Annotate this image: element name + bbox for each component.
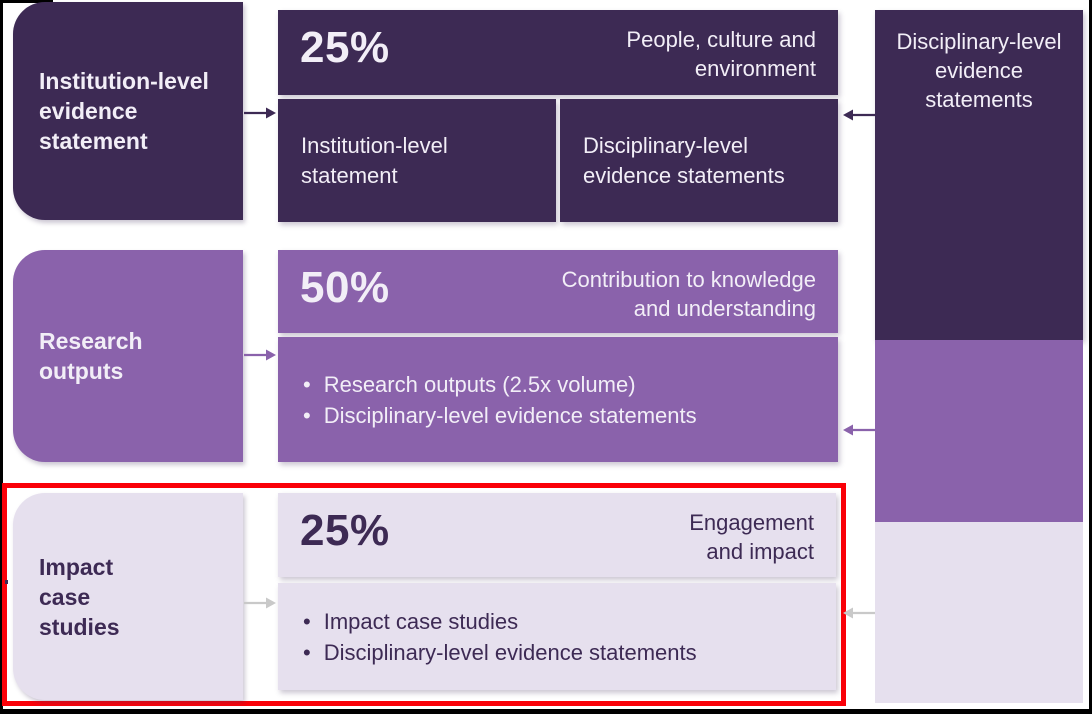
bullet-item: Research outputs (2.5x volume) bbox=[303, 369, 838, 400]
outputs-weight-box: 50% Contribution to knowledge and unders… bbox=[278, 250, 838, 333]
stray-mark bbox=[5, 580, 8, 584]
right-column-segment-light bbox=[875, 522, 1083, 703]
right-column-label: Disciplinary-level evidence statements bbox=[896, 29, 1062, 112]
frame-border-top-segment bbox=[0, 0, 53, 3]
institution-category: People, culture and environment bbox=[626, 27, 816, 81]
frame-border-right bbox=[1089, 0, 1092, 714]
outputs-label: Research outputs bbox=[39, 328, 143, 384]
institution-label-box: Institution-level evidence statement bbox=[13, 2, 243, 220]
outputs-category: Contribution to knowledge and understand… bbox=[561, 267, 816, 321]
bullet-item: Disciplinary-level evidence statements bbox=[303, 400, 838, 431]
right-arrow-icon bbox=[244, 597, 276, 609]
impact-percent: 25% bbox=[300, 506, 390, 555]
institution-detail-box: Institution-level statement bbox=[278, 99, 556, 222]
outputs-percent: 50% bbox=[300, 263, 390, 312]
outputs-bullets-box: Research outputs (2.5x volume) Disciplin… bbox=[278, 337, 838, 462]
impact-weight-box: 25% Engagement and impact bbox=[278, 493, 836, 577]
left-arrow-icon bbox=[843, 109, 875, 121]
impact-label-box: Impact case studies bbox=[13, 493, 243, 700]
impact-label: Impact case studies bbox=[39, 553, 120, 640]
impact-bullets-box: Impact case studies Disciplinary-level e… bbox=[278, 583, 836, 690]
bullet-item: Disciplinary-level evidence statements bbox=[303, 637, 836, 668]
bullet-item: Impact case studies bbox=[303, 606, 836, 637]
right-arrow-icon bbox=[244, 107, 276, 119]
right-column-segment-medium bbox=[875, 340, 1083, 522]
institution-weight-box: 25% People, culture and environment bbox=[278, 10, 838, 95]
frame-border-left bbox=[0, 0, 3, 714]
left-arrow-icon bbox=[843, 424, 875, 436]
institution-label: Institution-level evidence statement bbox=[39, 68, 209, 154]
outputs-label-box: Research outputs bbox=[13, 250, 243, 462]
disciplinary-detail-box: Disciplinary-level evidence statements bbox=[560, 99, 838, 222]
disciplinary-detail-label: Disciplinary-level evidence statements bbox=[583, 132, 785, 188]
frame-border-bottom bbox=[0, 709, 1092, 714]
right-arrow-icon bbox=[244, 349, 276, 361]
institution-percent: 25% bbox=[300, 23, 390, 72]
right-column-segment-dark: Disciplinary-level evidence statements bbox=[875, 10, 1083, 340]
red-highlight-outline bbox=[2, 483, 846, 706]
left-arrow-icon bbox=[843, 607, 875, 619]
impact-category: Engagement and impact bbox=[689, 510, 814, 564]
institution-detail-label: Institution-level statement bbox=[301, 132, 448, 188]
